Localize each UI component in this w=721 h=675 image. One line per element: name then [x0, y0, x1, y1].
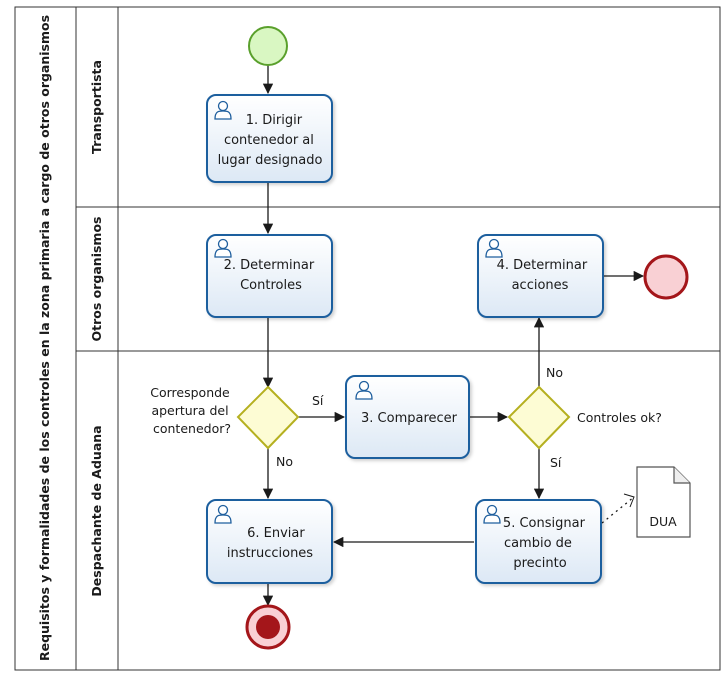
task-3-label: 3. Comparecer [361, 411, 458, 426]
lanes: Transportista Otros organismos Despachan… [76, 60, 720, 597]
association-t5-dua [601, 496, 635, 524]
gateway-controles-ok-label: Controles ok? [577, 410, 662, 425]
flow-label-g1-no: No [276, 454, 293, 469]
task-2-determinar-controles[interactable] [206, 234, 333, 318]
gateway-apertura[interactable] [236, 385, 300, 450]
task-6-label: 6. Enviar instrucciones [227, 526, 313, 561]
task-3-comparecer[interactable] [345, 375, 470, 459]
task-6-enviar-instrucciones[interactable] [206, 499, 333, 584]
lane-label-despachante: Despachante de Aduana [89, 425, 104, 596]
lane-label-otros-organismos: Otros organismos [89, 217, 104, 342]
flow-label-g1-yes: Sí [312, 393, 324, 408]
data-object-dua-label: DUA [649, 514, 677, 529]
association-arrowhead [623, 493, 635, 508]
lane-label-transportista: Transportista [89, 60, 104, 154]
pool-title: Requisitos y formalidades de los control… [37, 15, 52, 661]
task-5-consignar-cambio[interactable] [475, 499, 602, 584]
task-4-label: 4. Determinar acciones [497, 258, 592, 293]
end-event-despachante[interactable] [245, 604, 291, 650]
task-1-dirigir-contenedor[interactable] [206, 94, 333, 183]
task-4-determinar-acciones[interactable] [477, 234, 604, 318]
task-5-label: 5. Consignar cambio de precinto [503, 516, 589, 571]
pool: Requisitos y formalidades de los control… [14, 6, 721, 671]
task-2-label: 2. Determinar Controles [224, 258, 319, 293]
flow-label-g2-yes: Sí [550, 455, 562, 470]
sequence-flows [262, 65, 645, 607]
task-1-label: 1. Dirigir contenedor al lugar designado [218, 113, 323, 168]
data-object-dua[interactable] [636, 466, 691, 538]
start-event[interactable] [248, 26, 288, 66]
gateway-apertura-label: Corresponde apertura del contenedor? [150, 385, 233, 436]
end-event-otros[interactable] [643, 254, 689, 300]
gateway-controles-ok[interactable] [507, 385, 571, 450]
pool-border [14, 6, 721, 671]
flow-label-g2-no: No [546, 365, 563, 380]
